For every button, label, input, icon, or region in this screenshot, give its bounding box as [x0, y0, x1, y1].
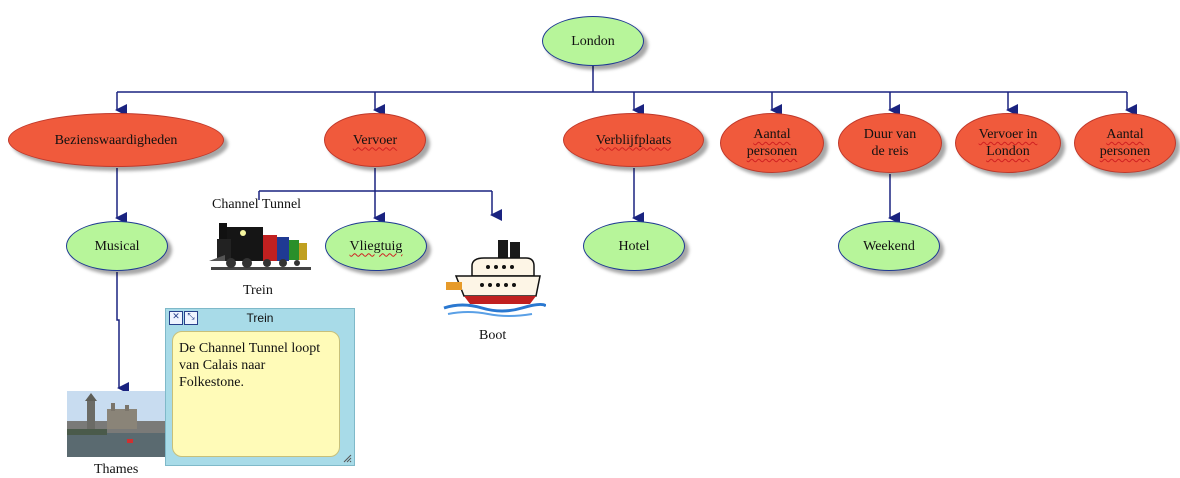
- category-node-verblijfplaats[interactable]: Verblijfplaats: [563, 113, 704, 167]
- thames-caption: Thames: [94, 462, 139, 477]
- category-node-aantal-personen[interactable]: Aantal personen: [720, 113, 824, 173]
- root-node-london[interactable]: London: [542, 16, 644, 66]
- category-label: Vervoer: [352, 132, 398, 148]
- category-node-bezienswaardigheden[interactable]: Bezienswaardigheden: [8, 113, 224, 167]
- note-resize-button[interactable]: ⤡: [184, 311, 198, 325]
- child-node-weekend[interactable]: Weekend: [838, 221, 940, 271]
- category-node-vervoer-in-london[interactable]: Vervoer in London: [955, 113, 1061, 173]
- note-title: Trein: [246, 311, 274, 325]
- trein-caption: Trein: [243, 283, 273, 298]
- category-label: Verblijfplaats: [595, 132, 672, 148]
- category-label: Aantal personen: [746, 127, 798, 159]
- category-label: Aantal personen: [1099, 127, 1151, 159]
- note-window[interactable]: ✕ ⤡ Trein De Channel Tunnel loopt van Ca…: [165, 308, 355, 466]
- note-text[interactable]: De Channel Tunnel loopt van Calais naar …: [172, 331, 340, 457]
- root-label: London: [571, 33, 615, 49]
- child-node-musical[interactable]: Musical: [66, 221, 168, 271]
- category-label: Bezienswaardigheden: [54, 132, 178, 148]
- thames-photo[interactable]: [67, 391, 167, 457]
- category-label: Vervoer in London: [978, 127, 1038, 159]
- child-node-vliegtuig[interactable]: Vliegtuig: [325, 221, 427, 271]
- child-label: Hotel: [618, 238, 650, 254]
- child-label: Weekend: [863, 238, 915, 254]
- category-label: Duur van de reis: [863, 127, 917, 159]
- category-node-vervoer[interactable]: Vervoer: [324, 113, 426, 167]
- child-label: Musical: [94, 238, 140, 254]
- boot-caption: Boot: [479, 328, 507, 343]
- channel-tunnel-caption: Channel Tunnel: [212, 197, 302, 212]
- boat-icon[interactable]: [442, 238, 546, 320]
- category-node-duur-van-de-reis[interactable]: Duur van de reis: [838, 113, 942, 173]
- category-node-aantal-personen-2[interactable]: Aantal personen: [1074, 113, 1176, 173]
- child-label: Vliegtuig: [349, 238, 403, 254]
- train-icon[interactable]: [207, 215, 313, 275]
- child-node-hotel[interactable]: Hotel: [583, 221, 685, 271]
- resize-grip-icon[interactable]: [342, 453, 352, 463]
- note-close-button[interactable]: ✕: [169, 311, 183, 325]
